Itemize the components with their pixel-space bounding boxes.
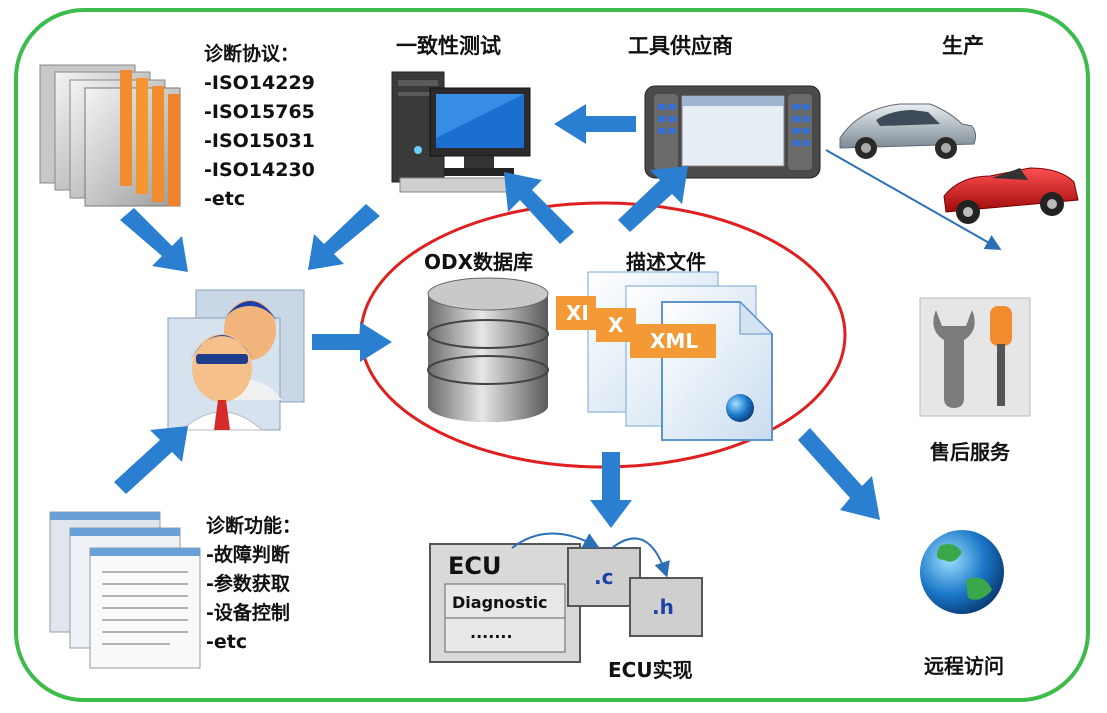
functions-title: 诊断功能： — [206, 515, 302, 537]
description-files-label: 描述文件 — [626, 250, 706, 274]
arrow-user-to-database — [312, 322, 392, 362]
production-label: 生产 — [942, 34, 984, 58]
silver-car-icon — [839, 103, 977, 159]
tool-supplier-label: 工具供应商 — [628, 34, 733, 58]
protocol-item: -ISO14230 — [204, 159, 315, 181]
function-item: -etc — [206, 631, 248, 653]
protocol-documents-icon — [39, 64, 181, 207]
protocols-title: 诊断协议： — [204, 43, 300, 65]
production-arrow — [825, 149, 1002, 250]
diagnostic-tool-device-icon — [644, 85, 821, 179]
aftersales-label: 售后服务 — [930, 440, 1010, 464]
odx-database-label: ODX数据库 — [424, 250, 534, 274]
functions-list: 诊断功能： -故障判断 -参数获取 -设备控制 -etc — [206, 512, 301, 657]
function-item: -故障判断 — [206, 544, 290, 566]
function-documents-icon — [49, 511, 201, 669]
arrow-functions-to-user — [114, 426, 188, 494]
ecu-title: ECU — [448, 552, 502, 580]
xml-mid-label: X — [608, 313, 624, 337]
protocol-item: -ISO15031 — [204, 130, 315, 152]
red-car-icon — [943, 167, 1079, 224]
arrow-computer-to-user — [308, 204, 380, 270]
ecu-dots: ······· — [470, 627, 513, 646]
test-computer-icon — [391, 71, 531, 193]
c-file-label: .c — [594, 565, 613, 589]
globe-icon — [920, 530, 1004, 614]
arrow-protocols-to-user — [120, 208, 188, 272]
conformance-test-label: 一致性测试 — [396, 34, 501, 58]
arrow-db-to-computer — [504, 172, 574, 244]
ecu-diagnostic-label: Diagnostic — [452, 593, 548, 612]
xml-description-files-icon: XI X XML — [556, 271, 774, 441]
tools-wrench-screwdriver-icon — [919, 297, 1031, 417]
xml-front-label: XML — [650, 329, 698, 353]
h-file-label: .h — [652, 595, 674, 619]
engineer-users-icon — [167, 289, 305, 431]
arrow-tool-to-computer — [554, 104, 636, 144]
function-item: -设备控制 — [206, 602, 290, 624]
odx-database-icon — [427, 277, 549, 422]
xml-back-label: XI — [566, 301, 589, 325]
ecu-impl-label: ECU实现 — [608, 658, 693, 682]
flow-arrows — [114, 104, 880, 528]
protocol-item: -ISO14229 — [204, 72, 315, 94]
arrow-db-to-remote — [798, 428, 880, 520]
arrow-db-to-tool — [618, 166, 688, 232]
remote-access-label: 远程访问 — [924, 654, 1004, 678]
diagram-frame — [14, 8, 1090, 702]
protocol-item: -etc — [204, 188, 246, 210]
function-item: -参数获取 — [206, 573, 290, 595]
ecu-block: ECU Diagnostic ······· .c .h — [429, 532, 703, 663]
arrow-db-to-ecu — [590, 452, 632, 528]
protocols-list: 诊断协议： -ISO14229 -ISO15765 -ISO15031 -ISO… — [204, 40, 315, 214]
protocol-item: -ISO15765 — [204, 101, 315, 123]
